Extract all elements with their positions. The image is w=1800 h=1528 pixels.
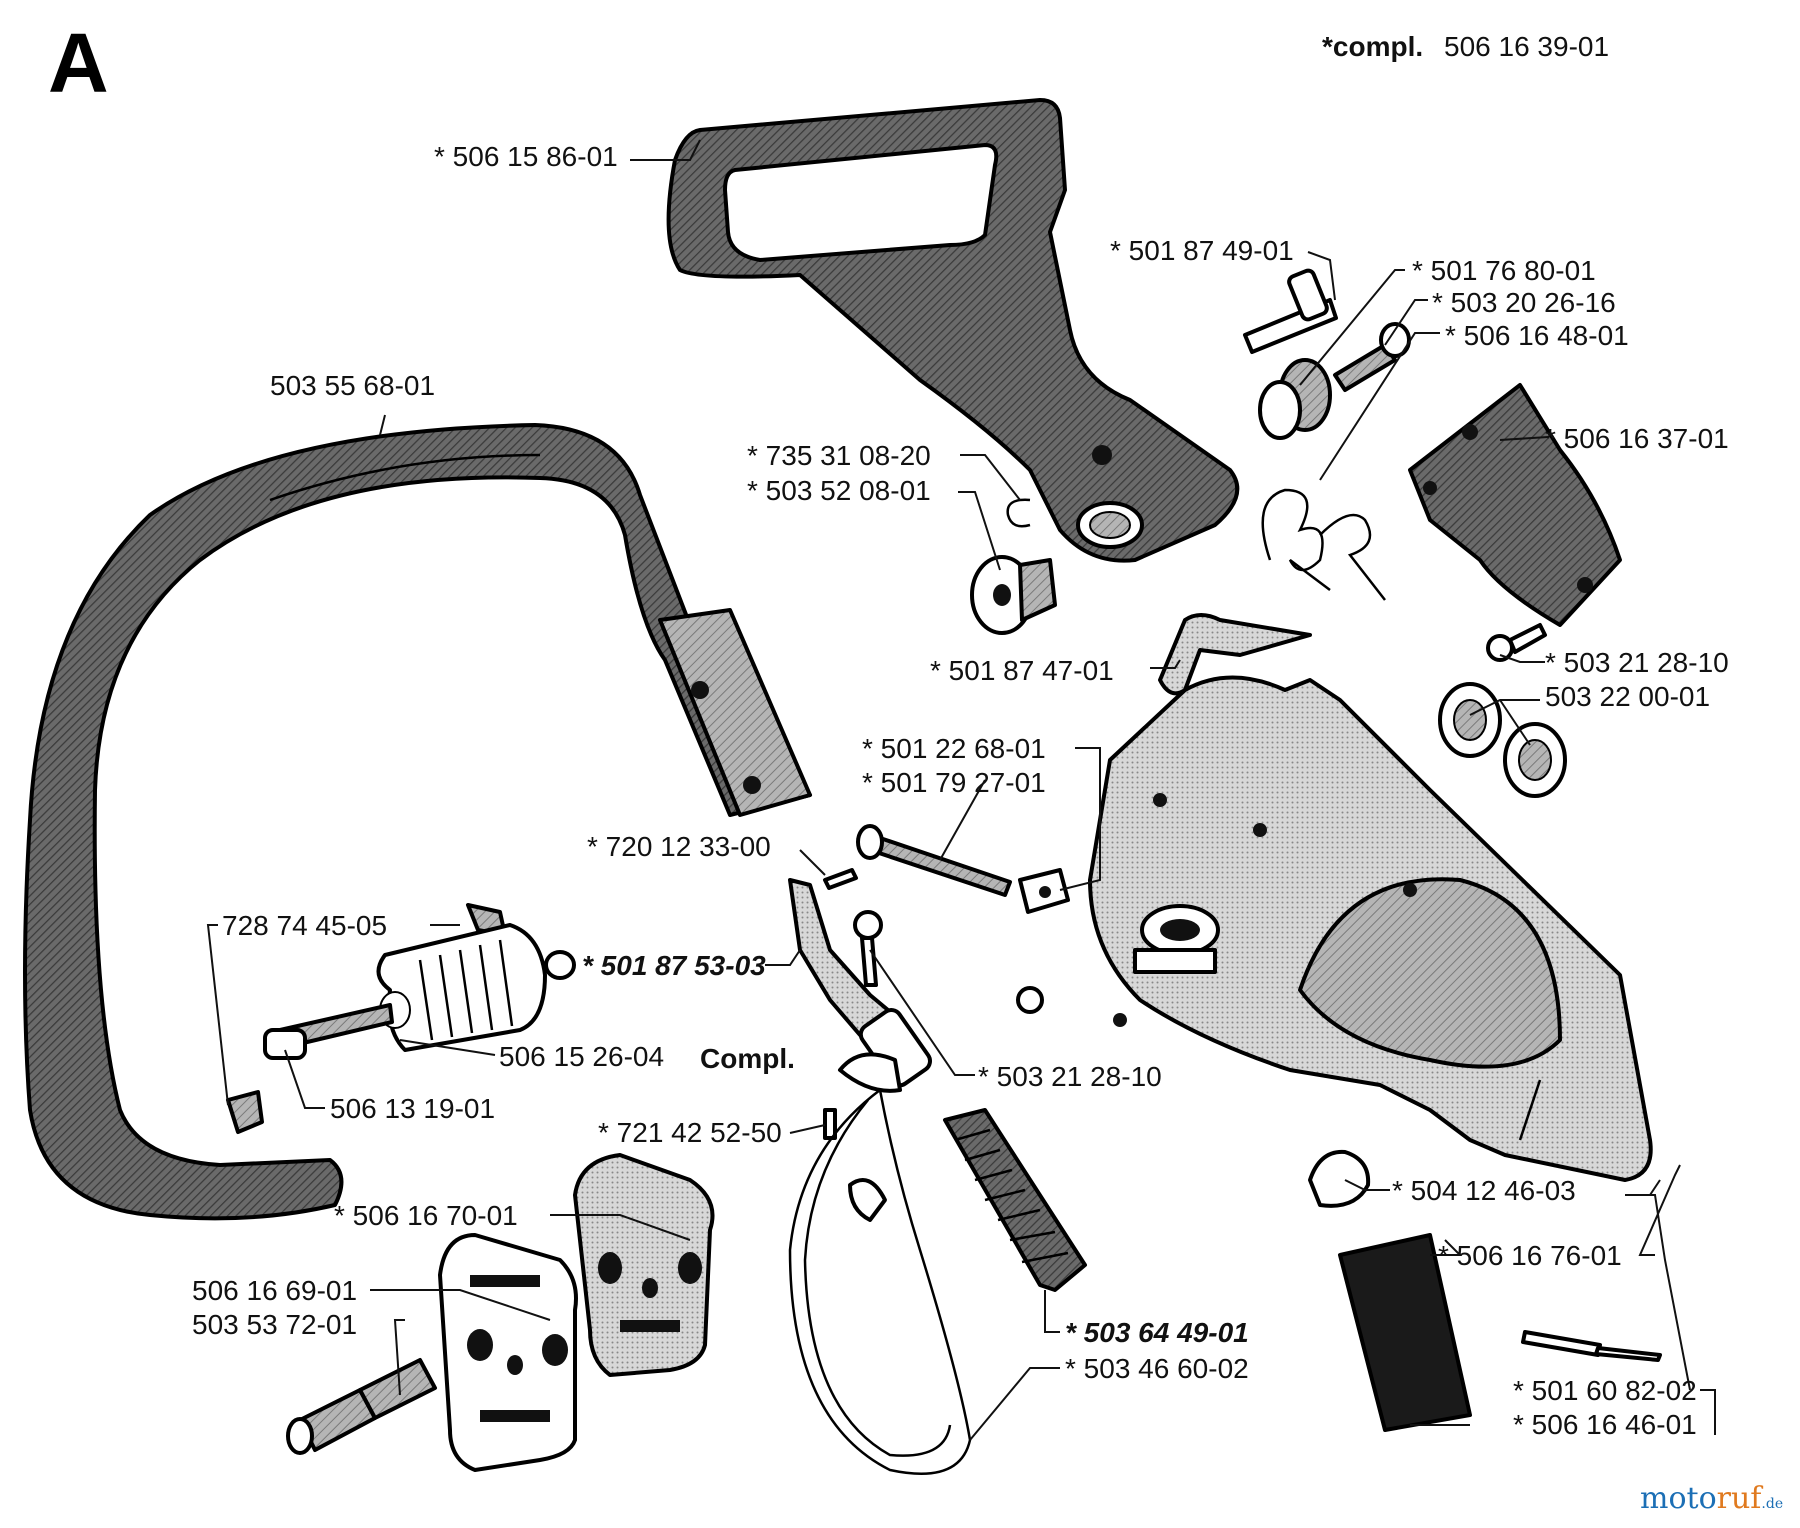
clutch-cover-housing-part bbox=[1088, 675, 1653, 1182]
label-rivet: * 501 60 82-02 bbox=[1513, 1375, 1697, 1406]
coil-spring-part bbox=[943, 1108, 1087, 1292]
label-front-handle: 503 55 68-01 bbox=[270, 370, 435, 401]
label-tensioner-1: * 501 22 68-01 bbox=[862, 733, 1046, 764]
leader-lines bbox=[206, 139, 1716, 1441]
label-pivot-knob: * 503 52 08-01 bbox=[747, 475, 931, 506]
label-screw-mid: * 503 21 28-10 bbox=[978, 1061, 1162, 1092]
rear-handle-part bbox=[666, 98, 1240, 563]
label-spring: * 506 16 48-01 bbox=[1445, 320, 1629, 351]
av-buffer-part bbox=[226, 903, 576, 1134]
label-bolt-av: 506 13 19-01 bbox=[330, 1093, 495, 1124]
rivet-part bbox=[1521, 1330, 1662, 1362]
roll-pin-part bbox=[823, 1108, 837, 1140]
label-washers: 503 22 00-01 bbox=[1545, 681, 1710, 712]
label-brake-lever: * 501 87 47-01 bbox=[930, 655, 1114, 686]
brake-lever-part bbox=[1158, 613, 1312, 696]
label-rear-handle: * 506 15 86-01 bbox=[434, 141, 618, 172]
front-handle-bar-part bbox=[23, 423, 812, 1221]
svg-text:motoruf.de: motoruf.de bbox=[1640, 1481, 1783, 1516]
label-brake-band: * 503 46 60-02 bbox=[1065, 1353, 1249, 1384]
pin-part bbox=[823, 868, 858, 890]
label-cover-pad: * 506 16 76-01 bbox=[1438, 1240, 1622, 1271]
chain-tensioner-part bbox=[856, 824, 1070, 914]
label-cover-plate: * 506 16 37-01 bbox=[1545, 423, 1729, 454]
washers-part bbox=[1438, 682, 1567, 798]
label-stud-bolt: 503 53 72-01 bbox=[192, 1309, 357, 1340]
label-pin: * 720 12 33-00 bbox=[587, 831, 771, 862]
pivot-knob-part bbox=[970, 555, 1057, 635]
label-screw-top: * 503 21 28-10 bbox=[1545, 647, 1729, 678]
label-circlip: * 735 31 08-20 bbox=[747, 440, 931, 471]
brake-band-part bbox=[788, 1052, 972, 1475]
side-plate-rear-part bbox=[573, 1153, 715, 1377]
label-av-buffer: 506 15 26-04 bbox=[499, 1041, 664, 1072]
screw-small-part bbox=[1486, 623, 1547, 662]
label-tensioner-2: * 501 79 27-01 bbox=[862, 767, 1046, 798]
circlip-part bbox=[1006, 498, 1031, 528]
side-plate-front-part bbox=[438, 1233, 578, 1472]
label-pad-2: * 506 16 46-01 bbox=[1513, 1409, 1697, 1440]
label-side-plate-rear: * 506 16 70-01 bbox=[334, 1200, 518, 1231]
label-roll-pin: * 721 42 52-50 bbox=[598, 1117, 782, 1148]
torsion-spring-part bbox=[1261, 488, 1386, 601]
compl-number: 506 16 39-01 bbox=[1444, 31, 1609, 62]
cover-plate-part bbox=[1408, 383, 1622, 627]
label-screw: * 503 20 26-16 bbox=[1432, 287, 1616, 318]
stud-bolt-part bbox=[286, 1358, 437, 1455]
watermark-logo: motoruf.de bbox=[1640, 1481, 1783, 1516]
rubber-buffer-part bbox=[1308, 1149, 1371, 1208]
section-letter: A bbox=[48, 16, 109, 110]
screw-mid-part bbox=[853, 910, 1044, 1014]
bolt-part bbox=[1243, 268, 1338, 354]
label-side-plate-front: 506 16 69-01 bbox=[192, 1275, 357, 1306]
label-bushing: * 501 76 80-01 bbox=[1412, 255, 1596, 286]
label-rubber-buffer: * 504 12 46-03 bbox=[1392, 1175, 1576, 1206]
bushing-part bbox=[1258, 358, 1332, 440]
cover-pad-part bbox=[1338, 1233, 1472, 1432]
label-brake-mechanism: * 501 87 53-03 bbox=[582, 950, 766, 981]
compl-prefix: *compl. bbox=[1322, 31, 1423, 62]
label-spike: 728 74 45-05 bbox=[222, 910, 387, 941]
brake-spring-mechanism-part bbox=[788, 878, 932, 1088]
label-bolt: * 501 87 49-01 bbox=[1110, 235, 1294, 266]
label-compl: Compl. bbox=[700, 1043, 795, 1074]
label-coil-spring: * 503 64 49-01 bbox=[1065, 1317, 1249, 1348]
screw-part bbox=[1333, 322, 1411, 392]
